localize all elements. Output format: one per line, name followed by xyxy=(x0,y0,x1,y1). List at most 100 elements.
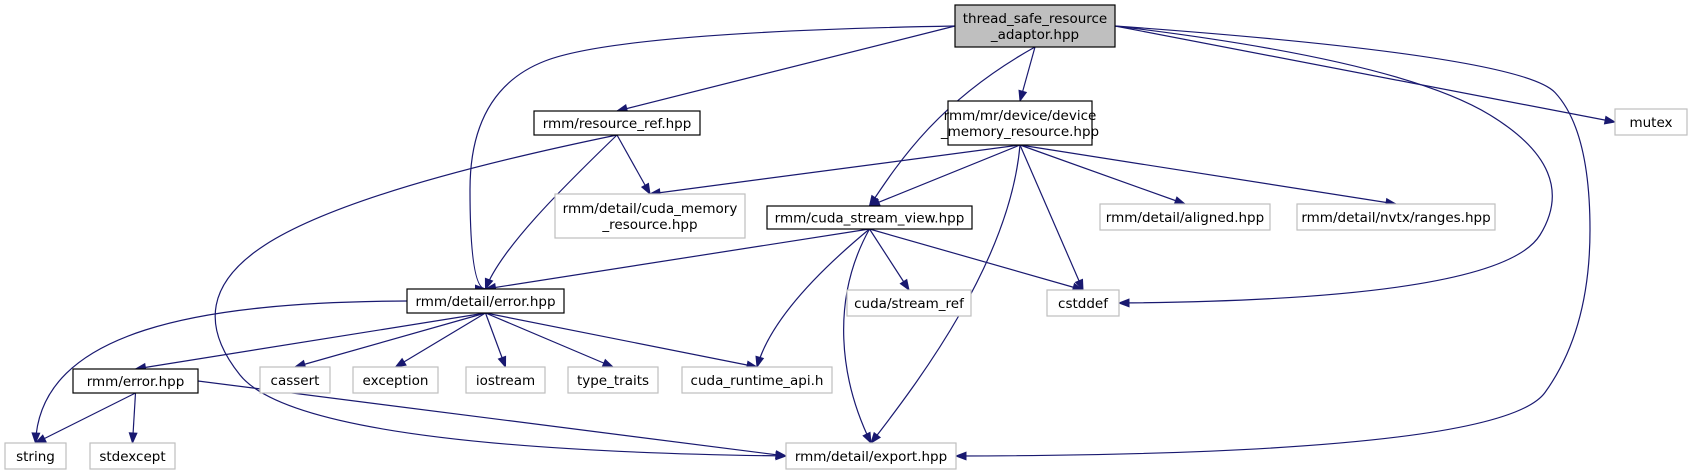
arrowhead-device_mr-to-aligned xyxy=(1173,196,1187,205)
node-label-root-line-0: thread_safe_resource xyxy=(963,11,1108,27)
node-label-string-line-0: string xyxy=(16,449,55,465)
node-cuda_mr: rmm/detail/cuda_memory_resource.hpp xyxy=(554,193,746,239)
edge-cuda_stream_view-to-cstddef xyxy=(869,228,1084,291)
node-box-cuda_mr xyxy=(554,193,746,239)
node-label-export-line-0: rmm/detail/export.hpp xyxy=(795,449,947,465)
arrowhead-root-to-cstddef xyxy=(1117,298,1130,308)
arrowhead-detail_error-to-iostream xyxy=(497,355,507,369)
edge-cuda_stream_view-to-export xyxy=(843,228,872,444)
edge-root-to-export xyxy=(955,25,1591,457)
node-exception: exception xyxy=(352,366,439,394)
edges-layer xyxy=(31,25,1617,461)
node-export: rmm/detail/export.hpp xyxy=(785,442,957,470)
arrowhead-rmm_error-to-stdexcept xyxy=(128,432,138,445)
node-box-aligned xyxy=(1099,203,1271,231)
node-box-resource_ref xyxy=(533,110,701,136)
node-box-type_traits xyxy=(567,366,659,394)
nodes-layer: thread_safe_resource_adaptor.hpp rmm/reso… xyxy=(4,4,1688,470)
node-label-type_traits-line-0: type_traits xyxy=(577,373,649,389)
node-label-stdexcept-line-0: stdexcept xyxy=(99,449,165,465)
node-label-detail_error-line-0: rmm/detail/error.hpp xyxy=(415,294,555,310)
node-label-aligned-line-0: rmm/detail/aligned.hpp xyxy=(1106,210,1264,226)
arrowhead-resource_ref-to-cuda_mr xyxy=(640,182,651,196)
arrowhead-cuda_stream_view-to-cuda_runtime xyxy=(755,355,765,369)
node-box-cuda_runtime xyxy=(681,366,833,394)
node-label-cuda_stream_view-line-0: rmm/cuda_stream_view.hpp xyxy=(775,211,965,227)
edge-root-to-mutex xyxy=(1114,25,1616,123)
node-detail_error[interactable]: rmm/detail/error.hpp xyxy=(406,288,565,314)
node-cstddef: cstddef xyxy=(1046,289,1120,317)
arrowhead-detail_error-to-type_traits xyxy=(601,358,615,368)
arrowhead-root-to-export xyxy=(954,451,967,461)
node-type_traits: type_traits xyxy=(567,366,659,394)
arrowhead-cuda_stream_view-to-cuda_stream_ref xyxy=(899,278,910,292)
edge-root-to-cstddef xyxy=(1114,25,1553,304)
arrowhead-resource_ref-to-detail_error xyxy=(484,277,494,291)
node-box-exception xyxy=(352,366,439,394)
node-box-device_mr xyxy=(947,100,1093,146)
edge-detail_error-to-type_traits xyxy=(485,312,614,368)
node-box-iostream xyxy=(465,366,546,394)
edge-detail_error-to-cuda_runtime xyxy=(485,312,758,368)
arrowhead-device_mr-to-cstddef xyxy=(1074,278,1084,292)
node-label-rmm_error-line-0: rmm/error.hpp xyxy=(87,374,185,390)
node-box-cassert xyxy=(259,366,331,394)
arrowhead-detail_error-to-string xyxy=(31,432,41,445)
edge-resource_ref-to-cuda_mr xyxy=(616,134,651,195)
node-stdexcept: stdexcept xyxy=(89,442,176,470)
edge-root-to-cuda_stream_view xyxy=(868,46,1036,207)
node-box-root xyxy=(954,4,1116,48)
node-cuda_runtime: cuda_runtime_api.h xyxy=(681,366,833,394)
edge-device_mr-to-cuda_stream_view xyxy=(869,144,1021,207)
node-label-nvtx-line-0: rmm/detail/nvtx/ranges.hpp xyxy=(1301,210,1490,226)
node-box-stdexcept xyxy=(89,442,176,470)
node-nvtx: rmm/detail/nvtx/ranges.hpp xyxy=(1296,203,1496,231)
edge-root-to-detail_error xyxy=(469,25,956,290)
edge-cuda_stream_view-to-cuda_runtime xyxy=(756,228,870,368)
node-device_mr[interactable]: rmm/mr/device/device_memory_resource.hpp xyxy=(940,100,1099,146)
arrowhead-cuda_stream_view-to-export xyxy=(862,431,872,445)
edge-cuda_stream_view-to-cuda_stream_ref xyxy=(868,228,910,291)
arrowhead-root-to-device_mr xyxy=(1018,89,1028,103)
node-root[interactable]: thread_safe_resource_adaptor.hpp xyxy=(954,4,1116,48)
node-box-detail_error xyxy=(406,288,565,314)
edge-detail_error-to-string xyxy=(34,300,408,444)
arrowhead-root-to-mutex xyxy=(1603,115,1617,125)
edge-device_mr-to-nvtx xyxy=(1019,144,1397,205)
node-cassert: cassert xyxy=(259,366,331,394)
node-rmm_error[interactable]: rmm/error.hpp xyxy=(72,368,199,394)
edge-root-to-resource_ref xyxy=(616,25,956,112)
edge-device_mr-to-aligned xyxy=(1019,144,1186,205)
node-label-cstddef-line-0: cstddef xyxy=(1058,296,1109,312)
node-label-cuda_stream_ref-line-0: cuda/stream_ref xyxy=(854,296,965,312)
node-label-device_mr-line-0: rmm/mr/device/device xyxy=(944,108,1097,124)
node-cuda_stream_ref: cuda/stream_ref xyxy=(846,289,972,317)
node-resource_ref[interactable]: rmm/resource_ref.hpp xyxy=(533,110,701,136)
edge-rmm_error-to-string xyxy=(35,392,136,444)
node-label-cuda_mr-line-0: rmm/detail/cuda_memory xyxy=(563,201,738,217)
node-label-cuda_runtime-line-0: cuda_runtime_api.h xyxy=(691,373,824,389)
node-label-cassert-line-0: cassert xyxy=(271,373,320,389)
edge-cuda_stream_view-to-detail_error xyxy=(485,228,870,290)
node-box-cuda_stream_view xyxy=(766,205,973,230)
arrowhead-device_mr-to-export xyxy=(870,431,882,445)
node-label-cuda_mr-line-1: _resource.hpp xyxy=(601,217,697,233)
arrowhead-detail_error-to-exception xyxy=(394,357,407,368)
node-label-mutex-line-0: mutex xyxy=(1629,115,1672,131)
node-label-resource_ref-line-0: rmm/resource_ref.hpp xyxy=(543,116,692,132)
edge-device_mr-to-cstddef xyxy=(1019,144,1084,291)
edge-resource_ref-to-detail_error xyxy=(484,134,618,290)
node-cuda_stream_view[interactable]: rmm/cuda_stream_view.hpp xyxy=(766,205,973,230)
edge-device_mr-to-cuda_mr xyxy=(649,144,1021,195)
node-label-iostream-line-0: iostream xyxy=(476,373,535,389)
node-box-cstddef xyxy=(1046,289,1120,317)
node-label-root-line-1: _adaptor.hpp xyxy=(990,27,1079,43)
node-label-device_mr-line-1: _memory_resource.hpp xyxy=(940,124,1099,140)
node-string: string xyxy=(4,442,67,470)
node-iostream: iostream xyxy=(465,366,546,394)
arrowhead-rmm_error-to-export xyxy=(775,450,788,460)
edge-resource_ref-to-export xyxy=(214,134,787,457)
node-mutex: mutex xyxy=(1614,108,1688,136)
node-label-exception-line-0: exception xyxy=(363,373,429,389)
